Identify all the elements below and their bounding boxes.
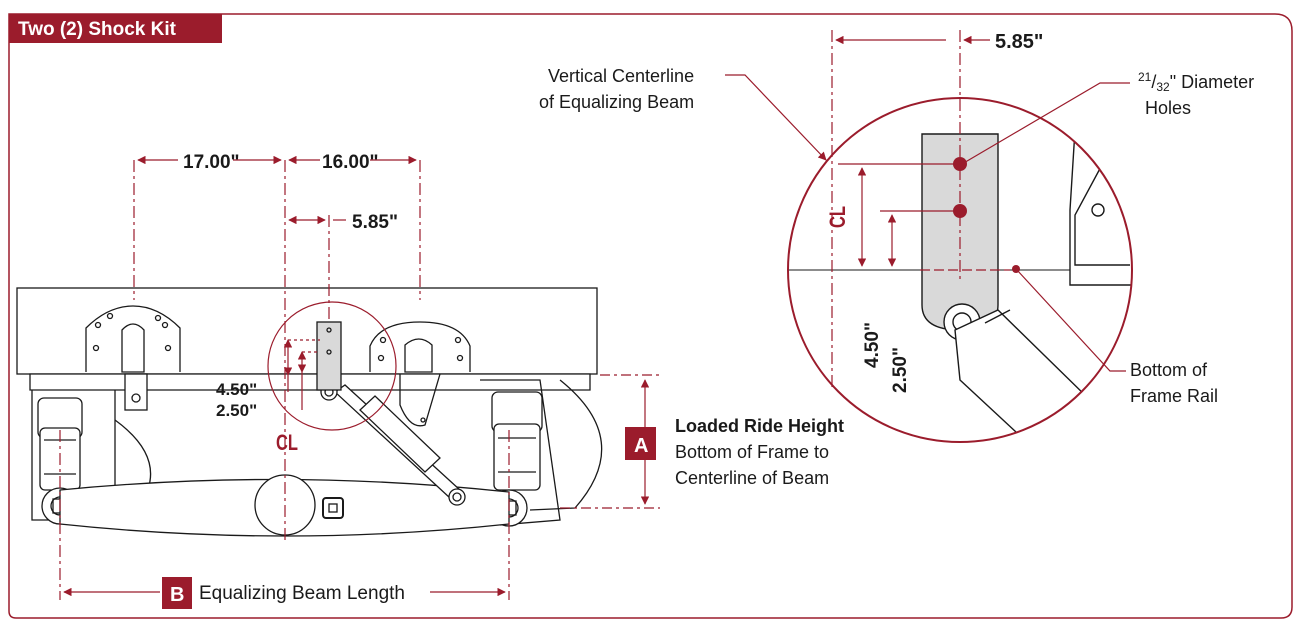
diameter-holes-label-1: 21/32" Diameter <box>1138 70 1254 94</box>
badge-a-label: A <box>634 435 648 457</box>
badge-a <box>625 427 656 460</box>
loaded-ride-height-line2: Bottom of Frame to <box>675 442 829 462</box>
fraction-numerator: 21 <box>1138 70 1152 84</box>
dim-2-50-detail: 2.50" <box>890 347 911 393</box>
dim-5-85-detail: 5.85" <box>995 31 1043 53</box>
centerline-symbol-label: CL <box>276 430 298 455</box>
loaded-ride-height-line3: Centerline of Beam <box>675 468 829 488</box>
hole-lower <box>953 204 967 218</box>
hole-upper <box>953 157 967 171</box>
detail-circle <box>787 97 1133 443</box>
shock-absorber <box>320 383 466 506</box>
main-dimension-lines <box>59 155 660 600</box>
vertical-centerline-label-1: Vertical Centerline <box>548 66 694 86</box>
badge-b-label: B <box>170 584 184 606</box>
detail-view: 5.85" 4.50" 2.50" CL Vertical Centerline… <box>539 30 1254 443</box>
diameter-text: " Diameter <box>1170 72 1254 92</box>
bottom-frame-rail-label-2: Frame Rail <box>1130 386 1218 406</box>
left-hanger-bracket <box>85 305 181 411</box>
main-detail-callout-circle <box>267 301 397 431</box>
bottom-frame-rail-label-1: Bottom of <box>1130 360 1208 380</box>
vertical-centerline-label-2: of Equalizing Beam <box>539 92 694 112</box>
centerline-symbol-detail: CL <box>825 206 850 228</box>
loaded-ride-height-callout: A Loaded Ride Height Bottom of Frame to … <box>625 416 844 488</box>
right-hanger-bracket <box>369 321 471 427</box>
diameter-holes-label-2: Holes <box>1145 98 1191 118</box>
dim-4-50-main: 4.50" <box>216 380 257 399</box>
dim-16-00: 16.00" <box>322 152 379 173</box>
loaded-ride-height-title: Loaded Ride Height <box>675 416 844 436</box>
beam-length-callout: B Equalizing Beam Length <box>162 577 405 609</box>
shock-mount-plate <box>316 321 342 391</box>
centerline-symbol-main: CL <box>276 430 298 455</box>
dim-5-85-main: 5.85" <box>352 212 398 233</box>
title-tab: Two (2) Shock Kit <box>9 14 222 43</box>
beam-length-label: Equalizing Beam Length <box>199 583 405 604</box>
beam-bushing <box>322 497 344 519</box>
dim-2-50-main: 2.50" <box>216 401 257 420</box>
right-axle-assembly <box>480 379 603 527</box>
dim-4-50-detail: 4.50" <box>862 322 883 368</box>
main-suspension-view <box>16 287 603 537</box>
outer-frame <box>8 13 1293 619</box>
fraction-slash: / <box>1151 72 1156 92</box>
badge-b <box>162 577 192 609</box>
fraction-denominator: 32 <box>1156 80 1170 94</box>
dim-17-00: 17.00" <box>183 152 240 173</box>
frame-rail-point <box>1012 265 1020 273</box>
page-title: Two (2) Shock Kit <box>18 19 177 40</box>
